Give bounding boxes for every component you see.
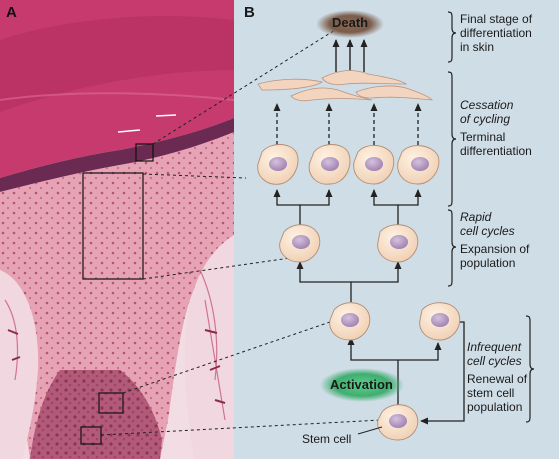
cell-terminal-4: [397, 145, 440, 185]
cell-terminal-2: [308, 144, 351, 185]
final-stage-line-1: Final stage of: [460, 12, 533, 26]
expansion-line-2: population: [460, 256, 516, 270]
inset-box-stem: [80, 426, 102, 445]
inset-box-transit: [98, 392, 124, 414]
activation-label: Activation: [330, 377, 393, 392]
rapid-line-2: cell cycles: [460, 224, 515, 238]
renewal-line-1: Renewal of: [467, 372, 528, 386]
lineage-arrows: [273, 189, 465, 425]
death-label: Death: [332, 15, 369, 30]
cessation-line-2: of cycling: [460, 112, 511, 126]
cell-stem: [377, 404, 419, 441]
stem-cell-label: Stem cell: [302, 432, 352, 446]
cessation-line-1: Cessation: [460, 98, 514, 112]
terminal-line-1: Terminal: [460, 130, 506, 144]
terminal-line-2: differentiation: [460, 144, 532, 158]
infrequent-line-1: Infrequent: [467, 340, 522, 354]
stage-braces: [447, 11, 535, 423]
cell-terminal-3: [353, 145, 395, 185]
renewal-line-2: stem cell: [467, 386, 515, 400]
cell-rapid-1: [279, 224, 321, 263]
death-glow: [316, 10, 384, 38]
cells: [257, 144, 461, 441]
inset-box-suprabasal: [82, 172, 144, 280]
dermal-papilla-left: [0, 270, 39, 459]
cell-transit-2: [419, 302, 461, 341]
renewal-line-3: population: [467, 400, 523, 414]
panel-a-label: A: [6, 4, 17, 21]
panel-a-micrograph: [0, 0, 234, 459]
granular-layer: [0, 118, 234, 192]
infrequent-line-2: cell cycles: [467, 354, 522, 368]
activation-glow: [320, 368, 404, 402]
inset-connectors: [100, 29, 382, 436]
stem-cell-pointer: [357, 426, 383, 435]
death-arrows: [332, 39, 368, 72]
rapid-line-1: Rapid: [460, 210, 492, 224]
cornified-flakes: [257, 70, 434, 102]
cell-rapid-2: [377, 224, 419, 263]
final-stage-line-3: in skin: [460, 40, 495, 54]
final-stage-line-2: differentiation: [460, 26, 532, 40]
panel-b-label: B: [244, 4, 255, 21]
inset-box-cornified: [135, 143, 154, 162]
expansion-line-1: Expansion of: [460, 242, 530, 256]
cell-terminal-1: [257, 144, 299, 185]
cell-transit-1: [329, 302, 371, 341]
